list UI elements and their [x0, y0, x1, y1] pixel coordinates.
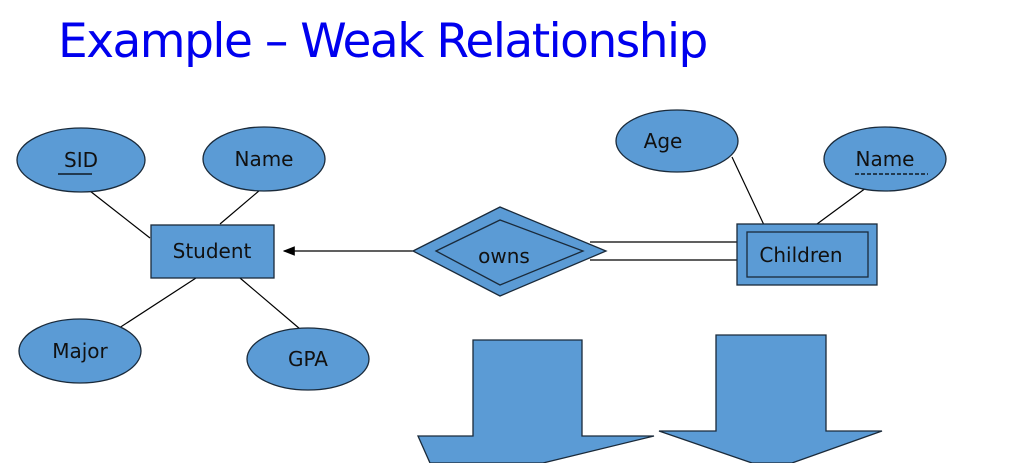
attribute-children-name-label: Name [855, 147, 914, 171]
down-arrow-right [658, 334, 883, 463]
attribute-student-name-label: Name [234, 147, 293, 171]
student-entity-label: Student [173, 239, 252, 263]
attribute-major[interactable]: Major [18, 318, 142, 384]
student-entity[interactable]: Student [150, 224, 275, 279]
children-name-connector [816, 184, 871, 225]
owns-relationship[interactable]: owns [411, 206, 608, 297]
name-connector [219, 189, 261, 225]
attribute-gpa[interactable]: GPA [246, 327, 370, 391]
down-arrow-left [416, 339, 655, 463]
owns-relationship-label: owns [478, 244, 530, 268]
children-entity-label: Children [759, 243, 842, 267]
attribute-age[interactable]: Age [615, 109, 739, 173]
attribute-children-name[interactable]: Name [823, 126, 947, 192]
sid-connector [89, 190, 151, 239]
children-weak-entity[interactable]: Children [736, 223, 878, 286]
attribute-gpa-label: GPA [288, 347, 328, 371]
attribute-major-label: Major [52, 339, 108, 363]
age-connector [731, 156, 765, 226]
attribute-age-label: Age [644, 129, 683, 153]
attribute-student-name[interactable]: Name [202, 126, 326, 192]
attribute-sid[interactable]: SID [16, 127, 146, 193]
attribute-sid-label: SID [64, 148, 98, 172]
major-connector [115, 277, 197, 331]
gpa-connector [239, 277, 301, 330]
slide-title: Example – Weak Relationship [58, 14, 708, 69]
